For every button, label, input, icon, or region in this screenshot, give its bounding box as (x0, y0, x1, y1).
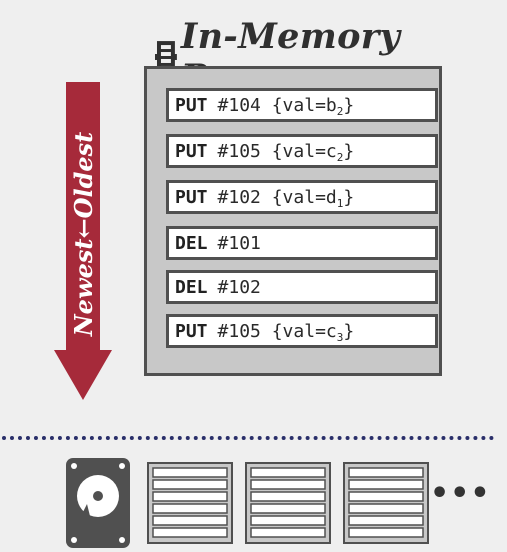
record-op: PUT (175, 94, 208, 116)
more-pages-ellipsis: ••• (430, 476, 491, 511)
record-detail: #105 {val=c2} (217, 140, 355, 164)
record-op: PUT (175, 186, 208, 208)
record-detail: #105 {val=c3} (217, 320, 355, 344)
log-record: DEL #101 (166, 226, 438, 260)
log-record: PUT #105 {val=c2} (166, 134, 438, 168)
log-record: DEL #102 (166, 270, 438, 304)
memory-disk-divider (2, 436, 494, 440)
log-record: PUT #105 {val=c3} (166, 314, 438, 348)
record-detail: #102 {val=d1} (217, 186, 355, 210)
log-record: PUT #102 {val=d1} (166, 180, 438, 214)
order-label: Newest←Oldest (69, 132, 98, 338)
disk-page-icon (147, 462, 233, 544)
record-detail: #104 {val=b2} (217, 94, 355, 118)
record-op: DEL (175, 276, 208, 298)
in-memory-page: PUT #104 {val=b2} PUT #105 {val=c2} PUT … (144, 66, 442, 376)
record-op: PUT (175, 140, 208, 162)
newest-oldest-arrow: Newest←Oldest (54, 82, 112, 400)
memory-chip-icon (155, 41, 177, 73)
hard-disk-icon (66, 458, 130, 548)
record-detail: #101 (217, 232, 261, 254)
record-op: PUT (175, 320, 208, 342)
disk-page-icon (343, 462, 429, 544)
log-record: PUT #104 {val=b2} (166, 88, 438, 122)
record-detail: #102 (217, 276, 261, 298)
record-op: DEL (175, 232, 208, 254)
disk-page-icon (245, 462, 331, 544)
